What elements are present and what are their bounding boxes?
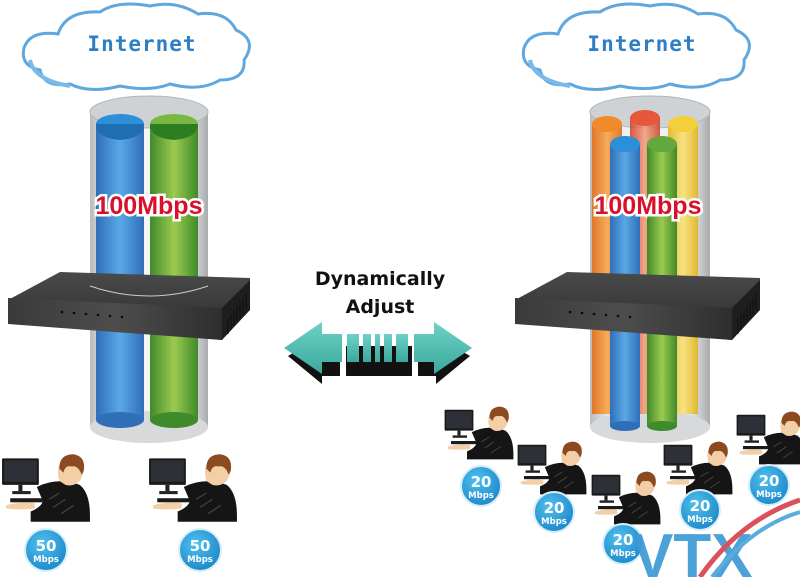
user-at-computer-icon	[148, 453, 238, 523]
badge-unit: Mbps	[187, 555, 213, 565]
badge-unit: Mbps	[541, 517, 567, 527]
user-at-computer-icon	[663, 441, 733, 495]
user-at-computer-icon	[591, 471, 661, 525]
left-router-leds	[60, 310, 124, 319]
left-scenario: Internet 100Mbps	[1, 2, 251, 572]
right-user-2: 20 Mbps	[517, 441, 587, 533]
right-pipe: 100Mbps	[589, 95, 711, 443]
user-at-computer-icon	[736, 411, 800, 465]
user-at-computer-icon	[517, 441, 587, 495]
badge-unit: Mbps	[610, 549, 636, 559]
adjust-label-line1: Dynamically	[315, 268, 446, 290]
user-at-computer-icon	[444, 406, 514, 460]
right-user-1: 20 Mbps	[444, 406, 514, 507]
right-user-3: 20 Mbps	[591, 471, 661, 565]
badge-value: 50	[36, 537, 57, 555]
double-arrow-icon	[284, 322, 472, 384]
right-user-5: 20 Mbps	[736, 411, 800, 506]
left-pipe: 100Mbps	[89, 95, 209, 443]
left-internet-cloud: Internet	[21, 2, 251, 91]
right-user-4: 20 Mbps	[663, 441, 733, 531]
vtx-watermark-logo: VTX	[632, 497, 800, 577]
badge-value: 20	[471, 473, 492, 491]
speed-badge: 50 Mbps	[24, 528, 68, 572]
badge-value: 50	[190, 537, 211, 555]
speed-badge: 20 Mbps	[460, 465, 502, 507]
right-scenario: Internet	[444, 2, 800, 565]
left-user-2: 50 Mbps	[148, 453, 238, 572]
left-total-bandwidth: 100Mbps	[96, 192, 203, 220]
speed-badge: 20 Mbps	[679, 489, 721, 531]
speed-badge: 20 Mbps	[602, 523, 644, 565]
badge-unit: Mbps	[687, 515, 713, 525]
badge-value: 20	[544, 499, 565, 517]
badge-unit: Mbps	[33, 555, 59, 565]
badge-value: 20	[613, 531, 634, 549]
speed-badge: 50 Mbps	[178, 528, 222, 572]
speed-badge: 20 Mbps	[748, 464, 790, 506]
badge-value: 20	[759, 472, 780, 490]
left-channel-blue	[96, 114, 144, 428]
adjust-label-line2: Adjust	[346, 296, 415, 318]
left-channel-green	[150, 114, 198, 428]
left-cloud-label: Internet	[87, 32, 196, 56]
right-internet-cloud: Internet	[521, 2, 751, 91]
right-router	[515, 272, 760, 340]
badge-unit: Mbps	[468, 491, 494, 501]
badge-value: 20	[690, 497, 711, 515]
left-user-1: 50 Mbps	[1, 453, 91, 572]
logo-text: VTX	[632, 522, 753, 577]
right-router-leds	[568, 310, 632, 319]
user-at-computer-icon	[1, 453, 91, 523]
right-cloud-label: Internet	[587, 32, 696, 56]
speed-badge: 20 Mbps	[533, 491, 575, 533]
badge-unit: Mbps	[756, 490, 782, 500]
dynamic-adjust-indicator: Dynamically Adjust	[284, 268, 472, 384]
right-total-bandwidth: 100Mbps	[595, 192, 702, 220]
left-router	[8, 272, 250, 340]
